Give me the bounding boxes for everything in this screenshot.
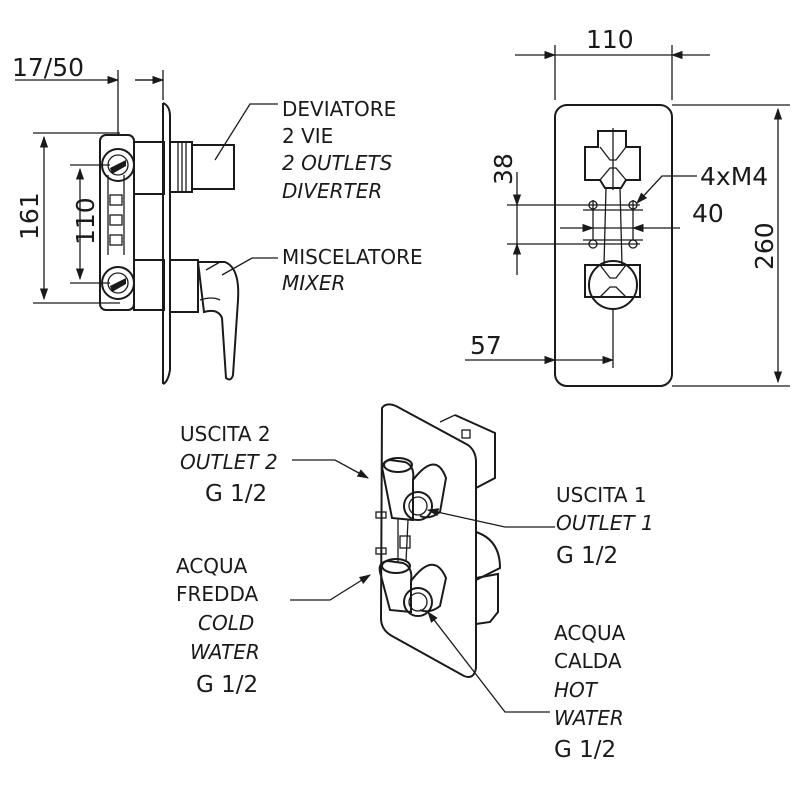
cover-plate-iso — [379, 403, 477, 678]
dim-label-17-50: 17/50 — [12, 53, 84, 82]
cold-label-line3: COLD — [198, 611, 254, 635]
dim-label-260: 260 — [750, 222, 779, 270]
hot-water-label: ACQUA CALDA HOT WATER G 1/2 — [554, 621, 626, 763]
mixer-lever-iso — [475, 572, 499, 625]
dim-label-110-side: 110 — [71, 197, 100, 245]
dimension-110-side: 110 — [70, 164, 110, 284]
diverter-label-line1: DEVIATORE — [282, 97, 396, 121]
cover-plate-front — [554, 104, 673, 387]
dim-label-57: 57 — [470, 331, 502, 360]
mixer-label-line1: MISCELATORE — [282, 245, 423, 269]
valve-body-side — [99, 134, 165, 311]
valve-body-upper-iso — [381, 457, 448, 522]
diverter-label: DEVIATORE 2 VIE 2 OUTLETS DIVERTER — [282, 97, 396, 203]
hot-label-line3: HOT — [554, 678, 599, 702]
screw-holes — [583, 200, 643, 249]
diverter-label-line2: 2 VIE — [282, 124, 333, 148]
outlet2-thread: G 1/2 — [205, 481, 267, 507]
mixer-label: MISCELATORE MIXER — [282, 245, 423, 295]
outlet1-thread: G 1/2 — [556, 543, 618, 569]
diverter-knob-front — [584, 128, 641, 190]
dim-label-4xm4: 4xM4 — [700, 162, 768, 191]
cold-label-line2: FREDDA — [176, 582, 258, 606]
side-leaders — [214, 103, 278, 276]
dim-label-38: 38 — [489, 153, 518, 185]
mixer-label-line2: MIXER — [282, 271, 345, 295]
cold-label-line4: WATER — [190, 640, 260, 664]
dimension-161: 161 — [15, 132, 120, 304]
hot-label-line2: CALDA — [554, 649, 622, 673]
hot-label-line4: WATER — [554, 706, 624, 730]
mixer-front — [584, 260, 641, 310]
dim-label-110-width: 110 — [586, 25, 634, 54]
diverter-label-line3: 2 OUTLETS — [282, 151, 393, 175]
outlet1-label-line1: USCITA 1 — [556, 483, 647, 507]
cover-plate-side — [162, 102, 171, 385]
dim-label-161: 161 — [15, 192, 44, 240]
dim-label-40: 40 — [692, 199, 724, 228]
mixer-lever-side — [169, 259, 240, 381]
cold-water-label: ACQUA FREDDA COLD WATER G 1/2 — [176, 554, 260, 698]
diverter-knob-side — [169, 141, 235, 193]
dimension-57: 57 — [465, 310, 615, 368]
dimension-260: 260 — [672, 104, 790, 387]
cold-label-line1: ACQUA — [176, 554, 248, 578]
valve-body-lower-iso — [378, 558, 448, 617]
front-view: 110 260 38 40 — [465, 25, 790, 387]
dimension-38: 38 — [489, 153, 640, 275]
iso-leaders — [290, 459, 555, 713]
outlet1-label-line2: OUTLET 1 — [556, 511, 654, 535]
dimension-17-50: 17/50 — [12, 53, 165, 135]
isometric-view — [290, 403, 555, 713]
outlet2-label: USCITA 2 OUTLET 2 G 1/2 — [180, 422, 278, 507]
side-view: 17/50 161 110 — [12, 53, 278, 385]
outlet2-label-line2: OUTLET 2 — [180, 450, 278, 474]
cold-thread: G 1/2 — [196, 672, 258, 698]
hot-thread: G 1/2 — [554, 737, 616, 763]
dimension-110-width: 110 — [515, 25, 710, 100]
valve-frame-iso — [375, 511, 411, 563]
valve-body-front — [603, 187, 623, 266]
screw-leader — [636, 175, 697, 204]
outlet2-label-line1: USCITA 2 — [180, 422, 271, 446]
diverter-cylinder-iso — [475, 531, 502, 581]
mounting-box-iso — [454, 414, 496, 489]
hot-label-line1: ACQUA — [554, 621, 626, 645]
outlet1-label: USCITA 1 OUTLET 1 G 1/2 — [556, 483, 654, 569]
diverter-label-line4: DIVERTER — [282, 179, 382, 203]
